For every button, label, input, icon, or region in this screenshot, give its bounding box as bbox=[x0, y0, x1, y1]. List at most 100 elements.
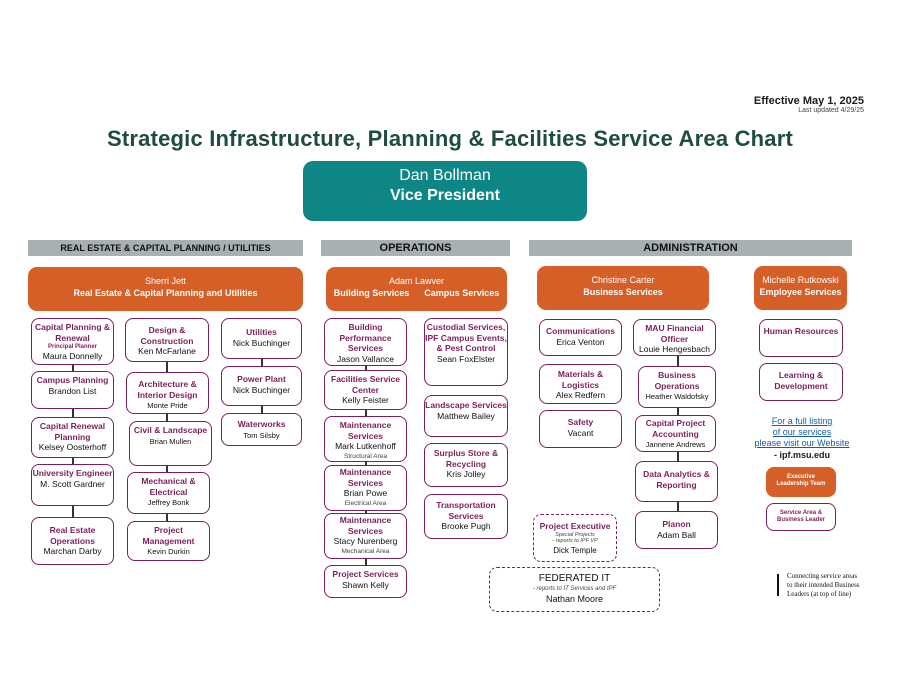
federated-person: Nathan Moore bbox=[545, 594, 604, 604]
box-area: Mechanical Area bbox=[341, 548, 390, 555]
box-person: Brian Powe bbox=[343, 488, 388, 498]
box-custodial-services: Custodial Services, IPF Campus Events, &… bbox=[424, 318, 508, 386]
header-carter-title: Business Services bbox=[583, 287, 663, 297]
header-lawver-title2: Campus Services bbox=[424, 288, 500, 298]
box-person: Maura Donnelly bbox=[42, 351, 103, 361]
box-title: Maintenance Services bbox=[339, 515, 392, 536]
box-person: M. Scott Gardner bbox=[40, 478, 105, 489]
box-utilities: Utilities Nick Buchinger bbox=[221, 318, 302, 359]
box-note1: Special Projects bbox=[555, 531, 595, 538]
box-person: Kelsey Oosterhoff bbox=[38, 442, 107, 452]
box-project-services: Project Services Shawn Kelly bbox=[324, 565, 407, 598]
box-title: Business Operations bbox=[654, 370, 700, 391]
box-title: Waterworks bbox=[237, 419, 286, 429]
header-rutkowski-title: Employee Services bbox=[759, 287, 842, 297]
box-communications: Communications Erica Venton bbox=[539, 319, 622, 356]
box-person: Jeffrey Bonk bbox=[147, 498, 190, 507]
section-operations: OPERATIONS bbox=[321, 240, 510, 256]
box-capital-project-accounting: Capital Project Accounting Jannene Andre… bbox=[635, 415, 716, 452]
box-title: Campus Planning bbox=[36, 375, 109, 385]
box-title: University Engineer bbox=[32, 468, 113, 478]
box-subtitle: Principal Planner bbox=[47, 344, 98, 350]
box-title: Building Performance Services bbox=[339, 322, 392, 353]
vp-box: Dan Bollman Vice President bbox=[303, 161, 587, 221]
legend-connecting-text: Connecting service areas to their intend… bbox=[787, 572, 877, 599]
box-title: Architecture & Interior Design bbox=[137, 379, 198, 400]
page-title: Strategic Infrastructure, Planning & Fac… bbox=[106, 126, 794, 151]
box-person: Marchan Darby bbox=[43, 546, 102, 556]
box-person: Jannene Andrews bbox=[645, 440, 706, 449]
box-university-engineer: University Engineer M. Scott Gardner bbox=[31, 464, 114, 506]
box-area: Structural Area bbox=[344, 453, 387, 460]
box-title: Learning & Development bbox=[774, 370, 828, 391]
box-title: Surplus Store & Recycling bbox=[433, 448, 499, 469]
box-architecture-interior-design: Architecture & Interior Design Monte Pri… bbox=[126, 372, 209, 414]
header-lawver-name: Adam Lawver bbox=[388, 276, 445, 286]
box-title: Planon bbox=[662, 519, 691, 529]
federated-title: FEDERATED IT bbox=[538, 573, 611, 584]
full-listing-link[interactable]: For a full listing of our services pleas… bbox=[742, 416, 862, 449]
legend-connect-line3: Leaders (at top of line) bbox=[787, 590, 852, 598]
listing-line3: please visit our Website bbox=[754, 438, 850, 448]
box-power-plant: Power Plant Nick Buchinger bbox=[221, 366, 302, 406]
box-business-operations: Business Operations Heather Waldofsky bbox=[638, 366, 716, 408]
box-title: Real Estate Operations bbox=[49, 525, 96, 546]
box-person: Nick Buchinger bbox=[232, 337, 291, 348]
box-person: Nick Buchinger bbox=[232, 384, 291, 395]
box-design-construction: Design & Construction Ken McFarlane bbox=[125, 318, 209, 362]
box-title: Landscape Services bbox=[425, 400, 507, 410]
box-maintenance-structural: Maintenance Services Mark Lutkenhoff Str… bbox=[324, 416, 407, 462]
box-federated-it: FEDERATED IT - reports to IT Services an… bbox=[489, 567, 660, 612]
box-note2: - reports to IPF VP bbox=[552, 537, 598, 544]
section-realestate: REAL ESTATE & CAPITAL PLANNING / UTILITI… bbox=[28, 240, 303, 256]
box-building-performance: Building Performance Services Jason Vall… bbox=[324, 318, 407, 366]
federated-note: - reports to IT Services and IPF bbox=[532, 586, 617, 592]
box-person: Kris Jolley bbox=[446, 469, 486, 479]
box-person: Brooke Pugh bbox=[441, 521, 491, 531]
box-mechanical-electrical: Mechanical & Electrical Jeffrey Bonk bbox=[127, 472, 210, 514]
box-capital-renewal-planning: Capital Renewal Planning Kelsey Oosterho… bbox=[31, 417, 114, 458]
last-updated-label: Last updated 4/29/25 bbox=[798, 107, 864, 114]
box-safety: Safety Vacant bbox=[539, 410, 622, 448]
box-person: Vacant bbox=[567, 427, 594, 438]
legend-sa-label: Service Area & Business Leader bbox=[776, 510, 826, 523]
box-title: Civil & Landscape bbox=[133, 425, 208, 435]
box-area: Electrical Area bbox=[344, 500, 387, 507]
legend-connect-line2: to their intended Business bbox=[787, 581, 860, 589]
box-title: Design & Construction bbox=[140, 325, 194, 346]
header-jett-name: Sherri Jett bbox=[144, 276, 186, 286]
box-title: Capital Planning & Renewal bbox=[34, 322, 111, 343]
box-person: Stacy Nurenberg bbox=[333, 536, 398, 546]
box-person: Jason Vallance bbox=[336, 353, 395, 364]
legend-executive-leadership: Executive Leadership Team bbox=[766, 467, 836, 497]
box-title: Safety bbox=[567, 417, 594, 427]
listing-line1: For a full listing bbox=[771, 416, 833, 426]
box-title: Project Services bbox=[332, 569, 399, 579]
box-title: Capital Project Accounting bbox=[645, 418, 706, 439]
box-title: Capital Renewal Planning bbox=[39, 421, 106, 442]
box-person: Tom Silsby bbox=[243, 430, 280, 440]
box-waterworks: Waterworks Tom Silsby bbox=[221, 413, 302, 446]
box-title: Project Executive bbox=[539, 521, 611, 531]
section-administration: ADMINISTRATION bbox=[529, 240, 852, 256]
box-title: Data Analytics & Reporting bbox=[643, 469, 710, 490]
box-title: Facilities Service Center bbox=[331, 374, 400, 395]
box-person: Adam Ball bbox=[657, 529, 696, 540]
box-title: Materials & Logistics bbox=[557, 369, 604, 390]
box-civil-landscape: Civil & Landscape Brian Mullen bbox=[129, 421, 212, 466]
box-person: Alex Redfern bbox=[555, 390, 606, 400]
legend-connect-line1: Connecting service areas bbox=[787, 572, 857, 580]
box-title: Human Resources bbox=[763, 326, 839, 336]
box-human-resources: Human Resources bbox=[759, 319, 843, 357]
header-jett: Sherri Jett Real Estate & Capital Planni… bbox=[28, 267, 303, 311]
box-project-management: Project Management Kevin Durkin bbox=[127, 521, 210, 561]
legend-service-area: Service Area & Business Leader bbox=[766, 503, 836, 531]
box-surplus-store: Surplus Store & Recycling Kris Jolley bbox=[424, 443, 508, 487]
box-title: Mechanical & Electrical bbox=[141, 476, 196, 497]
box-person: Matthew Bailey bbox=[437, 410, 495, 421]
listing-line2: of our services bbox=[772, 427, 832, 437]
box-person: Ken McFarlane bbox=[138, 346, 196, 356]
box-maintenance-electrical: Maintenance Services Brian Powe Electric… bbox=[324, 465, 407, 511]
website-url[interactable]: - ipf.msu.edu bbox=[774, 450, 830, 460]
box-landscape-services: Landscape Services Matthew Bailey bbox=[424, 395, 508, 437]
